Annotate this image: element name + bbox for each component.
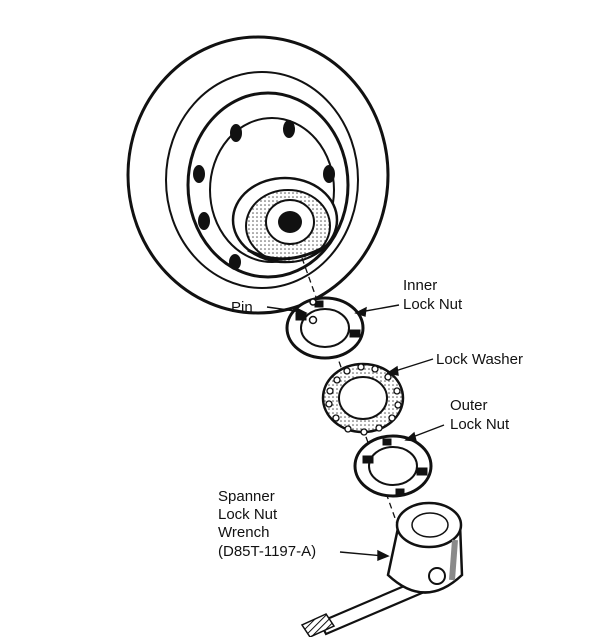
spindle-shadow [247, 243, 329, 261]
label-spanner-line3: Wrench [218, 524, 269, 541]
spindle-core [278, 211, 302, 233]
inner-lock-nut-part [285, 296, 365, 360]
wheel-stud [230, 124, 242, 142]
wrench-leader [339, 551, 385, 557]
pin-part [308, 315, 318, 325]
lock-washer-part [321, 362, 405, 436]
spanner-wrench-tool [300, 501, 464, 637]
leader-lines [266, 304, 445, 562]
outer-lock-nut-leader [409, 424, 445, 439]
callout-labels: Inner Lock Nut Pin Lock Washer Outer Loc… [218, 277, 523, 560]
label-inner-lock-nut-line2: Lock Nut [403, 296, 463, 313]
hub-rotor-assembly [126, 35, 390, 315]
label-inner-lock-nut-line1: Inner [403, 277, 437, 294]
lock-washer-holes [325, 363, 402, 436]
label-outer-lock-nut-line1: Outer [450, 397, 488, 414]
wrench-handle-pivot [428, 567, 446, 585]
wheel-stud [283, 120, 295, 138]
label-pin: Pin [231, 299, 253, 316]
wheel-stud [193, 165, 205, 183]
label-spanner-part-number: (D85T-1197-A) [218, 543, 316, 560]
outer-lock-nut-part [353, 434, 433, 498]
lock-washer-leader [391, 358, 434, 373]
wheel-stud [198, 212, 210, 230]
wheel-stud [229, 254, 241, 270]
label-outer-lock-nut-line2: Lock Nut [450, 416, 510, 433]
label-lock-washer: Lock Washer [436, 351, 523, 368]
label-spanner-line1: Spanner [218, 488, 275, 505]
inner-lock-nut-leader [359, 304, 400, 313]
wheel-studs [193, 120, 335, 270]
label-spanner-line2: Lock Nut [218, 506, 278, 523]
wrench-grip [300, 613, 336, 637]
wheel-stud [323, 165, 335, 183]
